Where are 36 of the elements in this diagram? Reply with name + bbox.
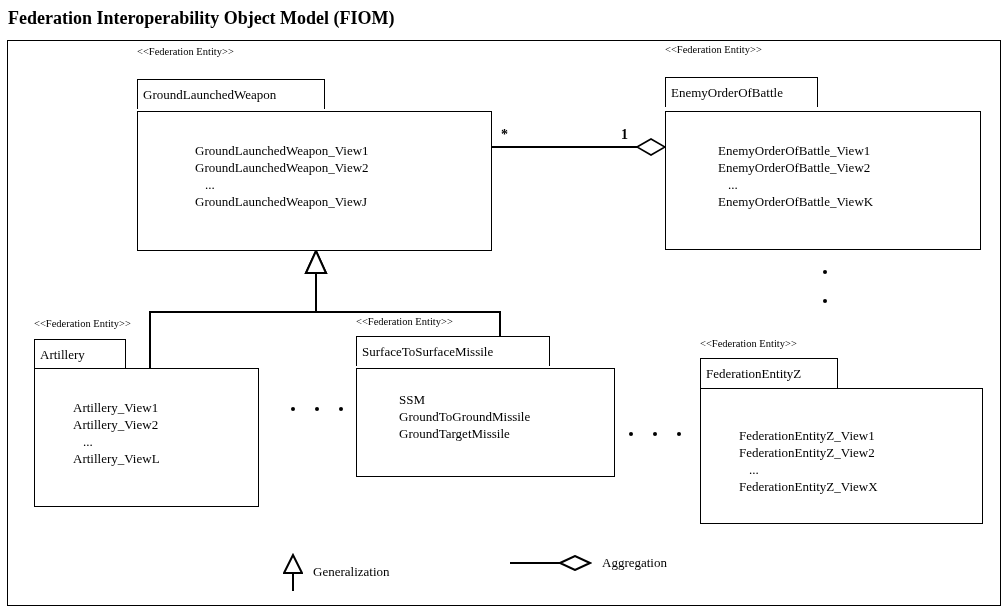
attribute-text: FederationEntityZ_View1 xyxy=(739,427,875,444)
attribute-text: GroundTargetMissile xyxy=(399,425,510,442)
stereotype-label: <<Federation Entity>> xyxy=(137,46,234,58)
attribute-text: ... xyxy=(749,461,759,478)
attribute-text: GroundLaunchedWeapon_View2 xyxy=(195,159,369,176)
class-name-tab: Artillery xyxy=(34,339,126,369)
class-name-tab: GroundLaunchedWeapon xyxy=(137,79,325,109)
attribute-text: EnemyOrderOfBattle_View2 xyxy=(718,159,871,176)
legend-label: Aggregation xyxy=(602,554,667,572)
attribute-text: SSM xyxy=(399,391,426,408)
attribute-text: GroundLaunchedWeapon_ViewJ xyxy=(195,193,368,210)
stereotype-label: <<Federation Entity>> xyxy=(356,316,453,328)
multiplicity-label: 1 xyxy=(621,128,628,142)
attribute-text: FederationEntityZ_View2 xyxy=(739,444,875,461)
class-name-tab: EnemyOrderOfBattle xyxy=(665,77,818,107)
attribute-text: EnemyOrderOfBattle_ViewK xyxy=(718,193,874,210)
aggregation-connector xyxy=(491,138,666,156)
generalization-connector xyxy=(305,250,501,337)
attribute-text: Artillery_View2 xyxy=(73,416,159,433)
stereotype-label: <<Federation Entity>> xyxy=(700,338,797,350)
attribute-text: EnemyOrderOfBattle_View1 xyxy=(718,142,871,159)
attribute-text: ... xyxy=(728,176,738,193)
stereotype-label: <<Federation Entity>> xyxy=(34,318,131,330)
attribute-text: Artillery_ViewL xyxy=(73,450,160,467)
attribute-text: GroundToGroundMissile xyxy=(399,408,531,425)
legend-label: Generalization xyxy=(313,563,390,582)
diagram-title: Federation Interoperability Object Model (FIOM) xyxy=(8,7,395,30)
attribute-text: ... xyxy=(83,433,93,450)
attribute-text: ... xyxy=(205,176,215,193)
attribute-text: GroundLaunchedWeapon_View1 xyxy=(195,142,369,159)
class-name-tab: FederationEntityZ xyxy=(700,358,838,388)
attribute-text: FederationEntityZ_ViewX xyxy=(739,478,878,495)
attribute-text: Artillery_View1 xyxy=(73,399,159,416)
class-name-tab: SurfaceToSurfaceMissile xyxy=(356,336,550,366)
multiplicity-label: * xyxy=(501,128,508,142)
stereotype-label: <<Federation Entity>> xyxy=(665,44,762,56)
